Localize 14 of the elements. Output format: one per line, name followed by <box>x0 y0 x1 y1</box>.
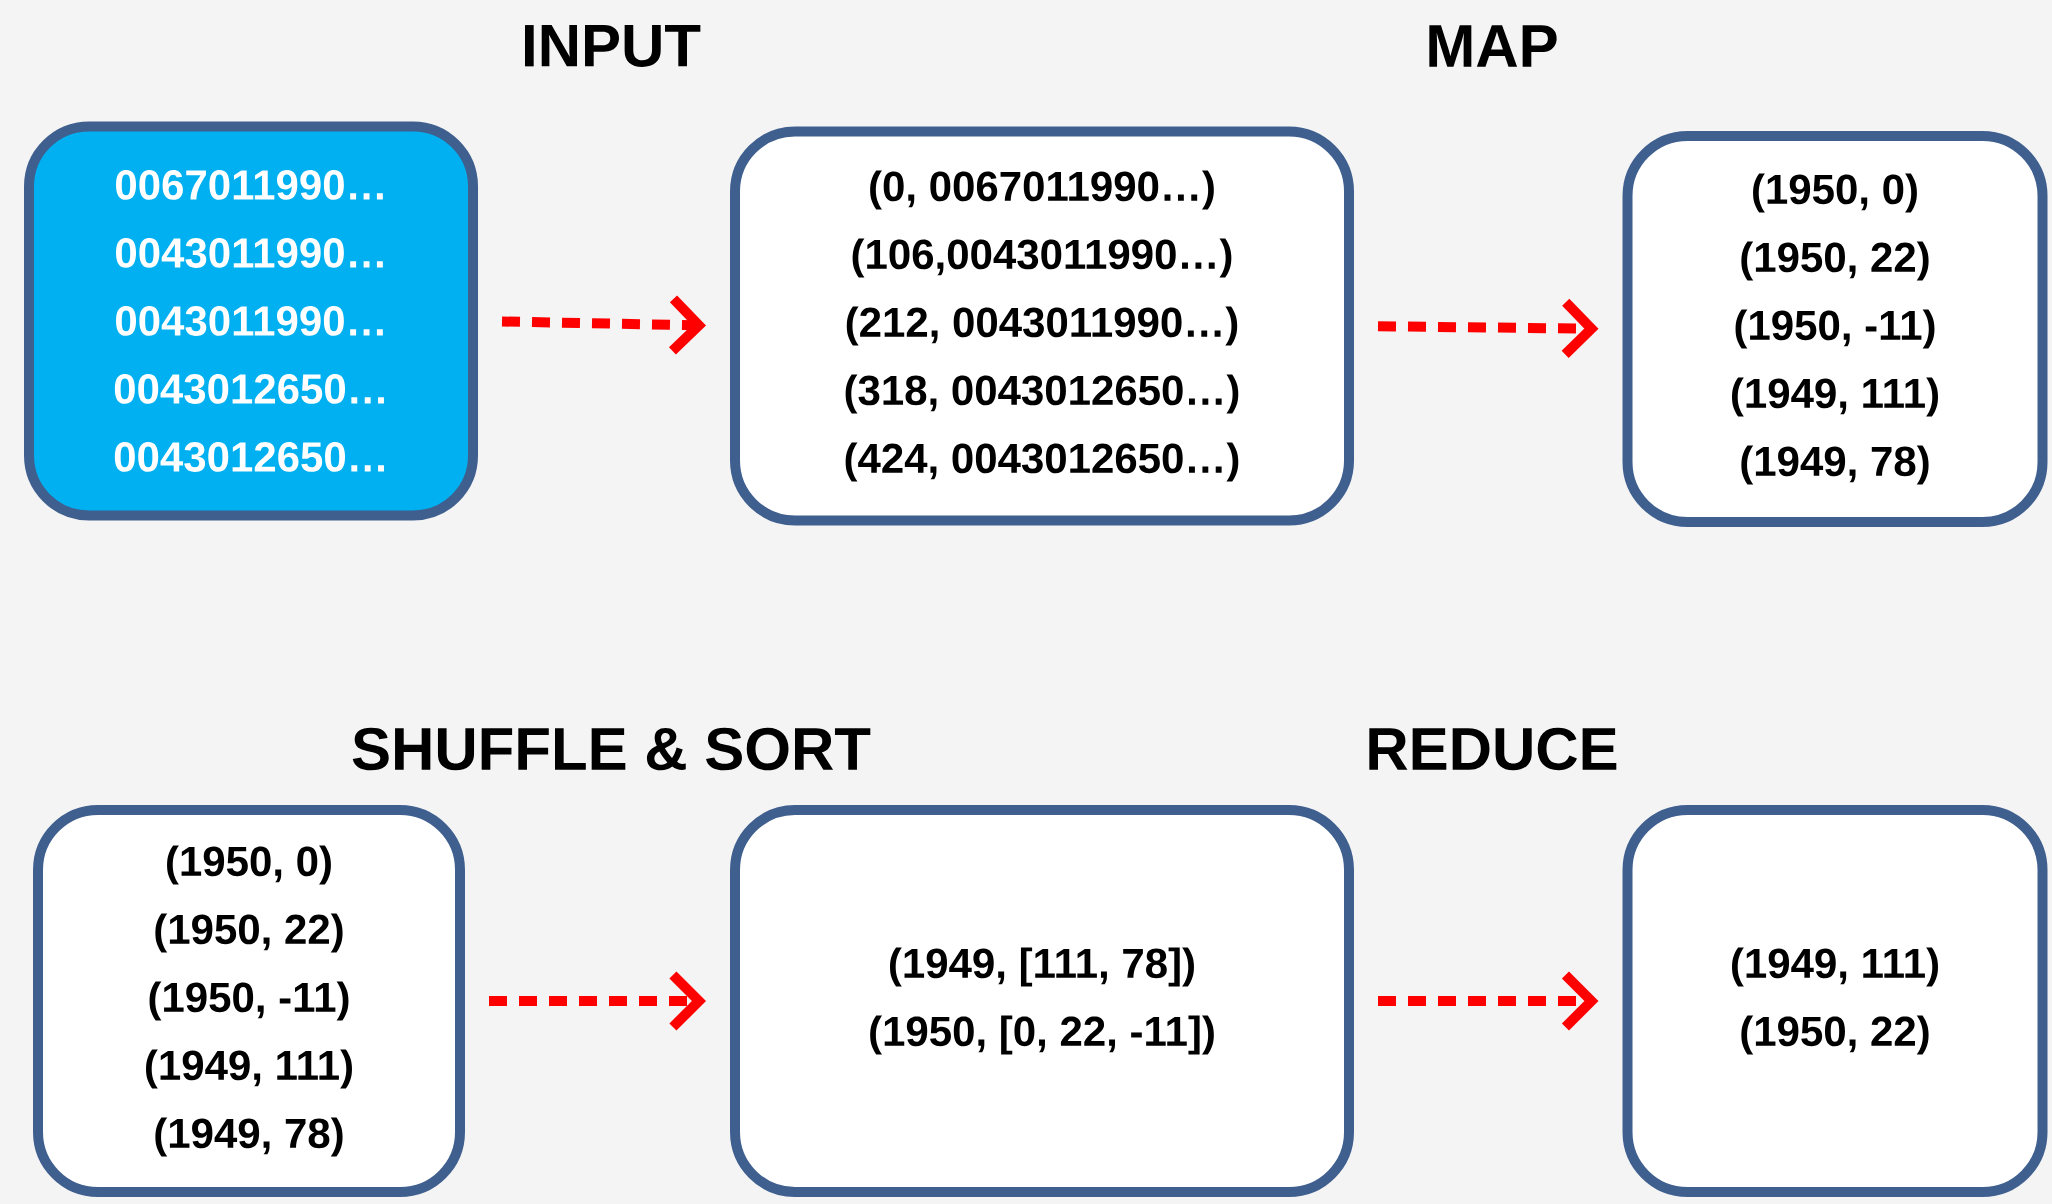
data-box: (1950, 0) (1950, 22) (1950, -11) (1949, 111) (1949, 78) <box>33 805 465 1197</box>
arrow <box>489 971 706 1031</box>
data-box: (1950, 0) (1950, 22) (1950, -11) (1949, 111) (1949, 78) <box>1622 131 2048 527</box>
arrow <box>501 295 706 355</box>
data-box: (0, 0067011990…) (106,0043011990…) (212, 0043011990…) (318, 0043012650…) (424, 0043012650…) <box>730 126 1354 526</box>
data-box: (1949, 111) (1950, 22) <box>1622 805 2048 1197</box>
stage-heading: REDUCE <box>1369 727 1617 771</box>
stage-heading: MAP <box>1429 25 1557 67</box>
arrow <box>1378 971 1599 1031</box>
arrow <box>1377 298 1599 358</box>
data-box: (1949, [111, 78]) (1950, [0, 22, -11]) <box>730 805 1354 1197</box>
stage-heading: SHUFFLE & SORT <box>352 727 871 771</box>
stage-heading: INPUT <box>525 25 701 67</box>
data-box: 0067011990… 0043011990… 0043011990… 0043012650… 0043012650… <box>24 121 478 521</box>
